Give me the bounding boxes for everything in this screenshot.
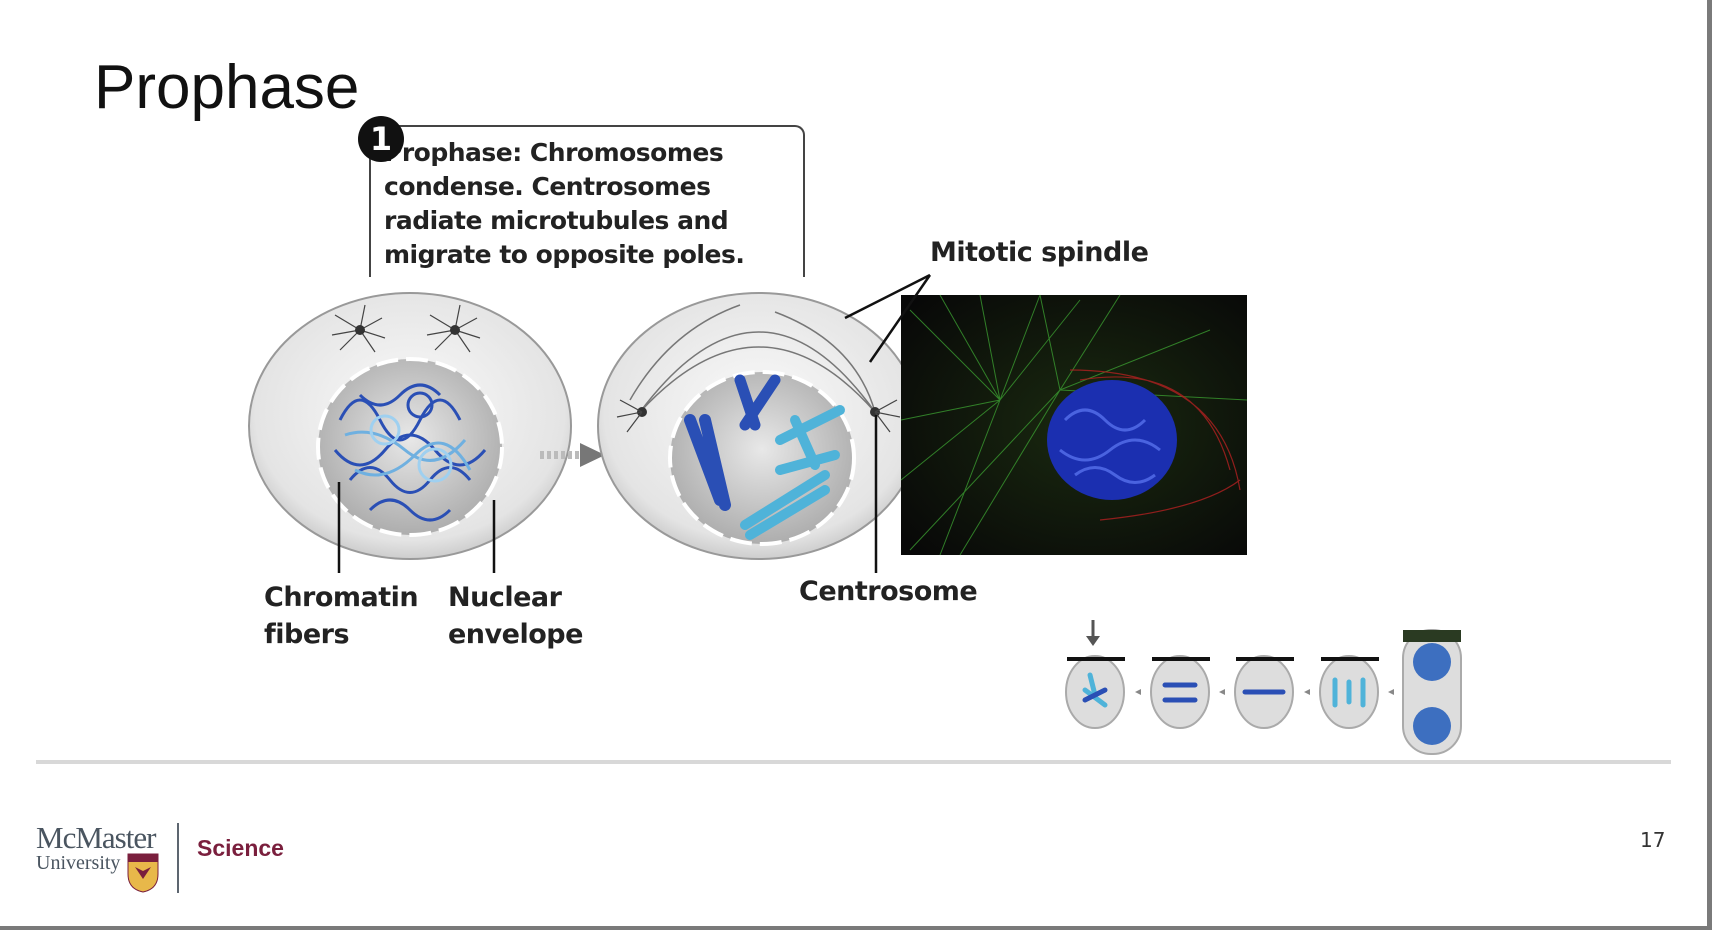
label-chromatin: Chromatin xyxy=(264,582,419,613)
label-centrosome: Centrosome xyxy=(799,576,978,607)
crest-icon xyxy=(127,853,159,893)
mitosis-stage-thumbnails xyxy=(1065,620,1462,755)
window-border-right xyxy=(1707,0,1712,930)
callout-text: Prophase: Chromosomes condense. Centroso… xyxy=(384,138,745,269)
label-envelope: envelope xyxy=(448,619,583,650)
spindle-microtubules xyxy=(629,304,876,413)
label-nuclear: Nuclear xyxy=(448,582,562,613)
interphase-cell xyxy=(248,292,572,560)
prophase-cell xyxy=(597,292,921,560)
fluorescence-micrograph xyxy=(900,294,1248,556)
label-fibers: fibers xyxy=(264,619,350,650)
chromatin-fibers xyxy=(333,383,487,522)
arrow-icon xyxy=(540,443,605,467)
slide-title: Prophase xyxy=(94,53,360,122)
chromosomes xyxy=(684,374,845,540)
footer-vertical-divider xyxy=(177,823,179,893)
window-border-bottom xyxy=(0,926,1712,930)
leader-lines xyxy=(337,273,932,573)
logo-wordmark: McMaster xyxy=(36,820,156,855)
footer-divider xyxy=(36,760,1671,764)
mcmaster-logo: McMaster University xyxy=(36,820,156,874)
step-number-badge: 1 xyxy=(358,116,404,162)
label-mitotic-spindle: Mitotic spindle xyxy=(930,237,1149,268)
page-number: 17 xyxy=(1640,828,1666,852)
faculty-name: Science xyxy=(197,835,284,861)
centrosome-icon xyxy=(331,304,481,353)
callout-box xyxy=(369,125,805,277)
logo-subtitle: University xyxy=(36,852,121,874)
